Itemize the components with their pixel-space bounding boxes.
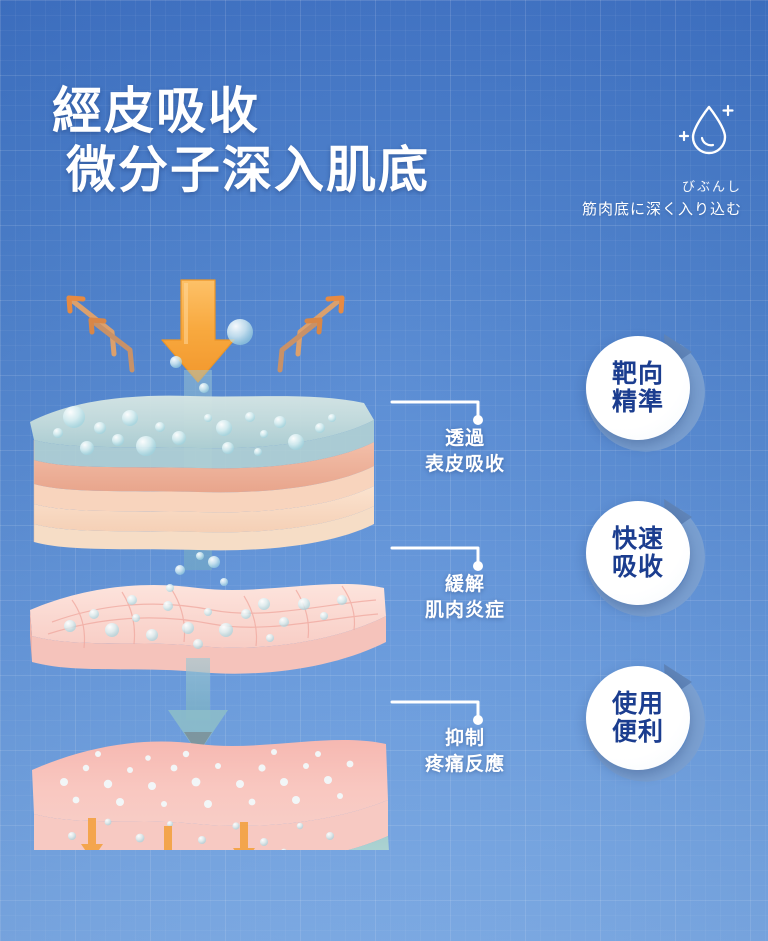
badge-targeted[interactable]: 靶向 精準 [580, 330, 708, 458]
badge-targeted-disc[interactable]: 靶向 精準 [586, 336, 690, 440]
deep-tissue-granules [60, 749, 354, 808]
gel-bubbles [53, 319, 336, 456]
callout-pain-label: 抑制 疼痛反應 [424, 728, 505, 775]
muscle-microparticles [64, 552, 347, 649]
badge-fast[interactable]: 快速 吸收 [580, 495, 708, 623]
title-line-2: 微分子深入肌底 [66, 142, 430, 198]
japanese-ruby-text: びぶんし [681, 180, 742, 195]
deep-tissue-layer [32, 740, 390, 908]
japanese-main-text: 筋肉底に深く入り込む [581, 200, 742, 218]
badge-convenient-disc[interactable]: 使用 便利 [586, 666, 690, 770]
callout-epidermis-label: 透過 表皮吸收 [424, 428, 505, 475]
orange-down-arrow [161, 279, 235, 383]
badge-fast-disc[interactable]: 快速 吸收 [586, 501, 690, 605]
callout-inflammation-label: 緩解 肌肉炎症 [424, 574, 505, 621]
water-droplet-icon [676, 98, 738, 160]
badge-targeted-line-2: 精準 [611, 388, 664, 416]
title-line-1: 經皮吸收 [52, 83, 260, 139]
japanese-subtitle: びぶんし 筋肉底に深く入り込む [582, 176, 742, 219]
orange-chevron-arrows-left [66, 295, 135, 373]
teal-penetration-arrow [168, 658, 228, 754]
badge-fast-line-1: 快速 [611, 524, 664, 553]
skin-layers-absorption-diagram [12, 270, 412, 908]
badge-convenient[interactable]: 使用 便利 [580, 660, 708, 788]
badge-targeted-line-1: 靶向 [611, 359, 664, 388]
page-title: 經皮吸收 微分子深入肌底 [52, 82, 430, 200]
gel-and-epidermis-layer [30, 319, 374, 551]
muscle-tissue-layer [30, 552, 386, 674]
badge-fast-line-2: 吸收 [611, 553, 664, 581]
badge-convenient-line-2: 便利 [611, 718, 664, 746]
orange-chevron-arrows-right [277, 295, 345, 373]
badge-convenient-line-1: 使用 [611, 689, 664, 718]
